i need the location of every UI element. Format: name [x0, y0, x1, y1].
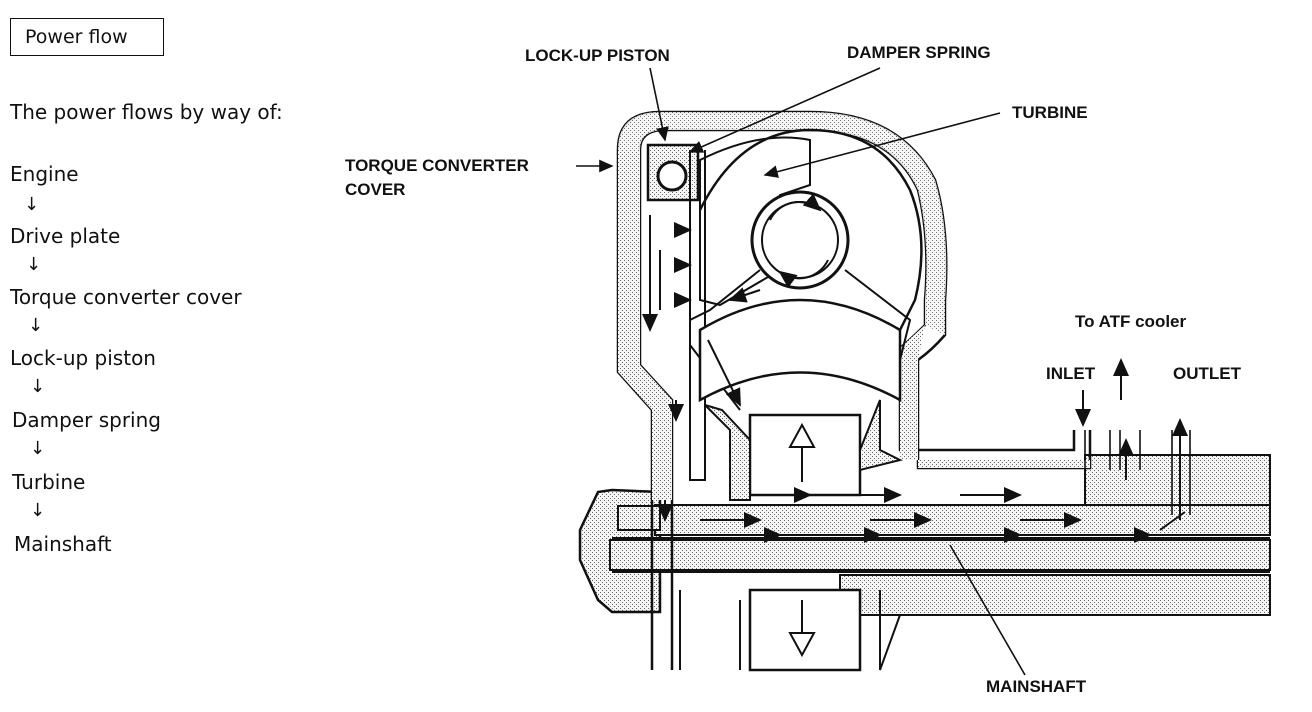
- flow-step-turbine: Turbine: [12, 470, 86, 494]
- label-mainshaft: MAINSHAFT: [986, 677, 1087, 696]
- lockup-piston: [646, 143, 706, 481]
- down-arrow-icon: ↓: [26, 254, 42, 275]
- power-flow-list: Engine ↓ Drive plate ↓ Torque converter …: [10, 162, 310, 562]
- fluid-flow-arrows: [642, 215, 1191, 543]
- flow-step-mainshaft: Mainshaft: [14, 532, 112, 556]
- flow-step-lockup-piston: Lock-up piston: [10, 346, 156, 370]
- down-arrow-icon: ↓: [30, 376, 46, 397]
- down-arrow-icon: ↓: [30, 438, 46, 459]
- label-outlet: OUTLET: [1173, 364, 1242, 383]
- flow-step-drive-plate: Drive plate: [10, 224, 121, 248]
- label-torque-converter-cover-line2: COVER: [345, 180, 405, 199]
- intro-text: The power flows by way of:: [10, 100, 283, 124]
- label-damper-spring: DAMPER SPRING: [847, 43, 991, 62]
- mainshaft-body: [578, 454, 1271, 616]
- label-to-atf-cooler: To ATF cooler: [1075, 312, 1187, 331]
- turbine: [689, 128, 923, 411]
- section-title-box: Power flow: [10, 18, 164, 56]
- down-arrow-icon: ↓: [30, 500, 46, 521]
- label-turbine: TURBINE: [1012, 103, 1088, 122]
- label-inlet: INLET: [1046, 364, 1096, 383]
- flow-step-damper-spring: Damper spring: [12, 408, 161, 432]
- down-arrow-icon: ↓: [28, 315, 44, 336]
- section-title: Power flow: [25, 26, 128, 48]
- flow-step-engine: Engine: [10, 162, 79, 186]
- flow-step-torque-converter-cover: Torque converter cover: [10, 285, 242, 309]
- label-torque-converter-cover-line1: TORQUE CONVERTER: [345, 156, 529, 175]
- label-lockup-piston: LOCK-UP PISTON: [525, 46, 670, 65]
- down-arrow-icon: ↓: [24, 194, 40, 215]
- torque-converter-cover-shell: [616, 110, 1092, 670]
- leader-lines: [576, 67, 1026, 676]
